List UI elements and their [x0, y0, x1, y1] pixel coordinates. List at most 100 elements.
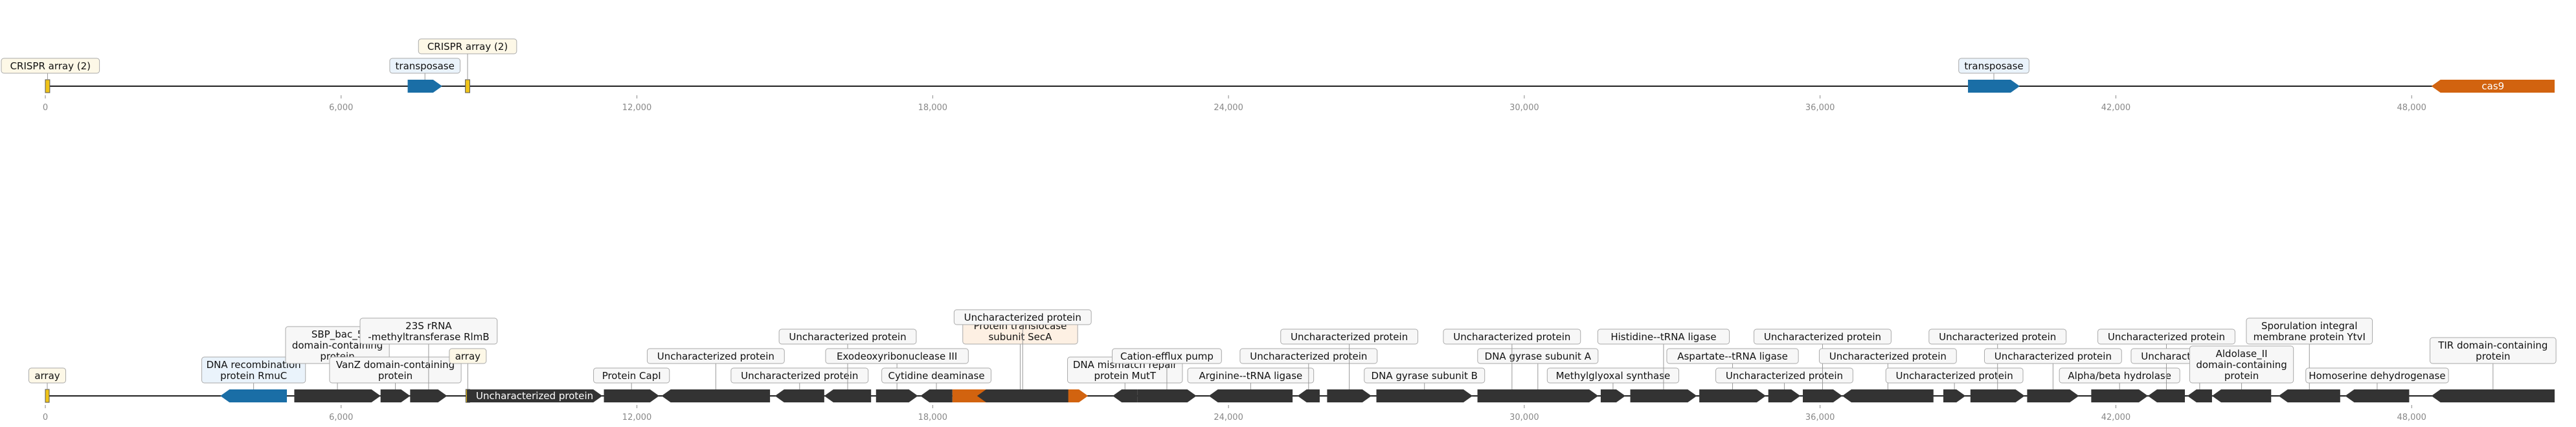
gene-label-box [646, 348, 785, 364]
gene-feature[interactable] [1376, 389, 1473, 402]
axis-tick-label: 42,000 [2101, 103, 2131, 113]
gene-inline-label: Uncharacterized protein [476, 390, 593, 402]
gene-label: Homoserine dehydrogenase [2309, 370, 2445, 382]
gene-feature[interactable] [824, 389, 872, 402]
gene-label: DNA gyrase subunit A [1485, 351, 1592, 362]
gene-feature[interactable] [2147, 389, 2186, 402]
gene-label: Uncharacterized protein [1994, 351, 2112, 362]
gene-feature[interactable] [1630, 389, 1697, 402]
gene-feature[interactable] [1968, 80, 2020, 93]
gene-feature[interactable] [220, 389, 288, 402]
gene-feature[interactable] [604, 389, 659, 402]
gene-feature[interactable] [410, 389, 447, 402]
gene-feature[interactable] [1113, 389, 1138, 402]
gene-feature[interactable] [1137, 389, 1197, 402]
gene-feature[interactable] [1943, 389, 1966, 402]
gene-label: Alpha/beta hydrolase [2068, 370, 2171, 382]
gene-label-box [1112, 348, 1222, 364]
axis-tick-label: 36,000 [1805, 413, 1835, 422]
gene-label-box [730, 367, 869, 384]
gene-label: transposase [396, 60, 455, 72]
gene-label: Histidine--tRNA ligase [1610, 331, 1716, 343]
gene-feature[interactable] [920, 389, 953, 402]
axis-tick-label: 12,000 [622, 103, 652, 113]
gene-label: Methylglyoxal synthase [1556, 370, 1671, 382]
gene-feature[interactable] [876, 389, 918, 402]
gene-label-box [1715, 367, 1853, 384]
gene-label-box [1477, 348, 1599, 364]
gene-feature[interactable] [1842, 389, 1934, 402]
gene-feature[interactable] [1600, 389, 1625, 402]
gene-feature[interactable] [1768, 389, 1801, 402]
axis-tick-label: 24,000 [1214, 413, 1243, 422]
gene-feature[interactable] [1327, 389, 1372, 402]
axis-tick-label: 24,000 [1214, 103, 1243, 113]
gene-label-box [1280, 329, 1419, 345]
gene-feature[interactable] [1803, 389, 1842, 402]
gene-label-box [359, 317, 498, 345]
gene-label-box [1597, 329, 1730, 345]
gene-feature[interactable] [2187, 389, 2212, 402]
gene-feature[interactable] [2278, 389, 2340, 402]
gene-feature[interactable] [2211, 389, 2272, 402]
gene-label: Arginine--tRNA ligase [1199, 370, 1303, 382]
gene-label: Uncharacterized protein [741, 370, 858, 382]
gene-feature[interactable] [294, 389, 381, 402]
gene-label: Uncharacterized protein [1829, 351, 1947, 362]
gene-feature[interactable] [465, 79, 470, 93]
gene-feature[interactable] [774, 389, 824, 402]
axis-tick-label: 12,000 [622, 413, 652, 422]
gene-feature[interactable] [661, 389, 771, 402]
gene-label-box [201, 356, 306, 384]
gene-feature[interactable] [1208, 389, 1293, 402]
gene-label: Uncharacterized protein [1939, 331, 2056, 343]
gene-feature[interactable] [466, 389, 603, 402]
gene-label-box [2430, 337, 2557, 364]
gene-label-box [1958, 58, 2029, 74]
gene-feature[interactable] [2091, 389, 2148, 402]
gene-inline-label: cas9 [2481, 80, 2504, 92]
gene-label-box [778, 329, 917, 345]
gene-feature[interactable] [1297, 389, 1320, 402]
gene-label-box [1928, 329, 2067, 345]
gene-label: Uncharacterized protein [1764, 331, 1881, 343]
gene-label-box [953, 309, 1092, 325]
gene-feature[interactable] [407, 80, 442, 93]
gene-feature[interactable] [2431, 80, 2555, 93]
gene-feature[interactable] [2345, 389, 2410, 402]
gene-label-box [329, 356, 462, 384]
gene-feature[interactable] [1970, 389, 2025, 402]
axis-tick-label: 0 [43, 103, 48, 113]
gene-label: Uncharacterized protein [1250, 351, 1367, 362]
gene-label-box [1754, 329, 1892, 345]
axis-tick-label: 6,000 [329, 413, 353, 422]
gene-feature[interactable] [1699, 389, 1766, 402]
gene-feature[interactable] [2027, 389, 2079, 402]
gene-feature[interactable] [1492, 389, 1532, 402]
gene-feature[interactable] [45, 389, 50, 403]
gene-feature[interactable] [977, 389, 1068, 402]
gene-label-box [1983, 348, 2122, 364]
gene-label: Aspartate--tRNA ligase [1677, 351, 1788, 362]
gene-label: Uncharacterized protein [1291, 331, 1408, 343]
gene-feature[interactable] [2431, 389, 2555, 402]
gene-label: Protein CapI [602, 370, 661, 382]
gene-label: transposase [1964, 60, 2023, 72]
gene-label-box [1818, 348, 1957, 364]
gene-label-box [28, 367, 66, 384]
gene-feature[interactable] [380, 389, 411, 402]
gene-label-box [2189, 345, 2294, 384]
gene-label-box [1885, 367, 2024, 384]
axis-tick-label: 48,000 [2397, 413, 2426, 422]
gene-label-box [881, 367, 991, 384]
axis-tick-label: 18,000 [918, 103, 948, 113]
gene-label-box [1187, 367, 1315, 384]
gene-feature[interactable] [45, 79, 51, 93]
gene-label-box [2097, 329, 2235, 345]
gene-label: Cation-efflux pump [1120, 351, 1214, 362]
